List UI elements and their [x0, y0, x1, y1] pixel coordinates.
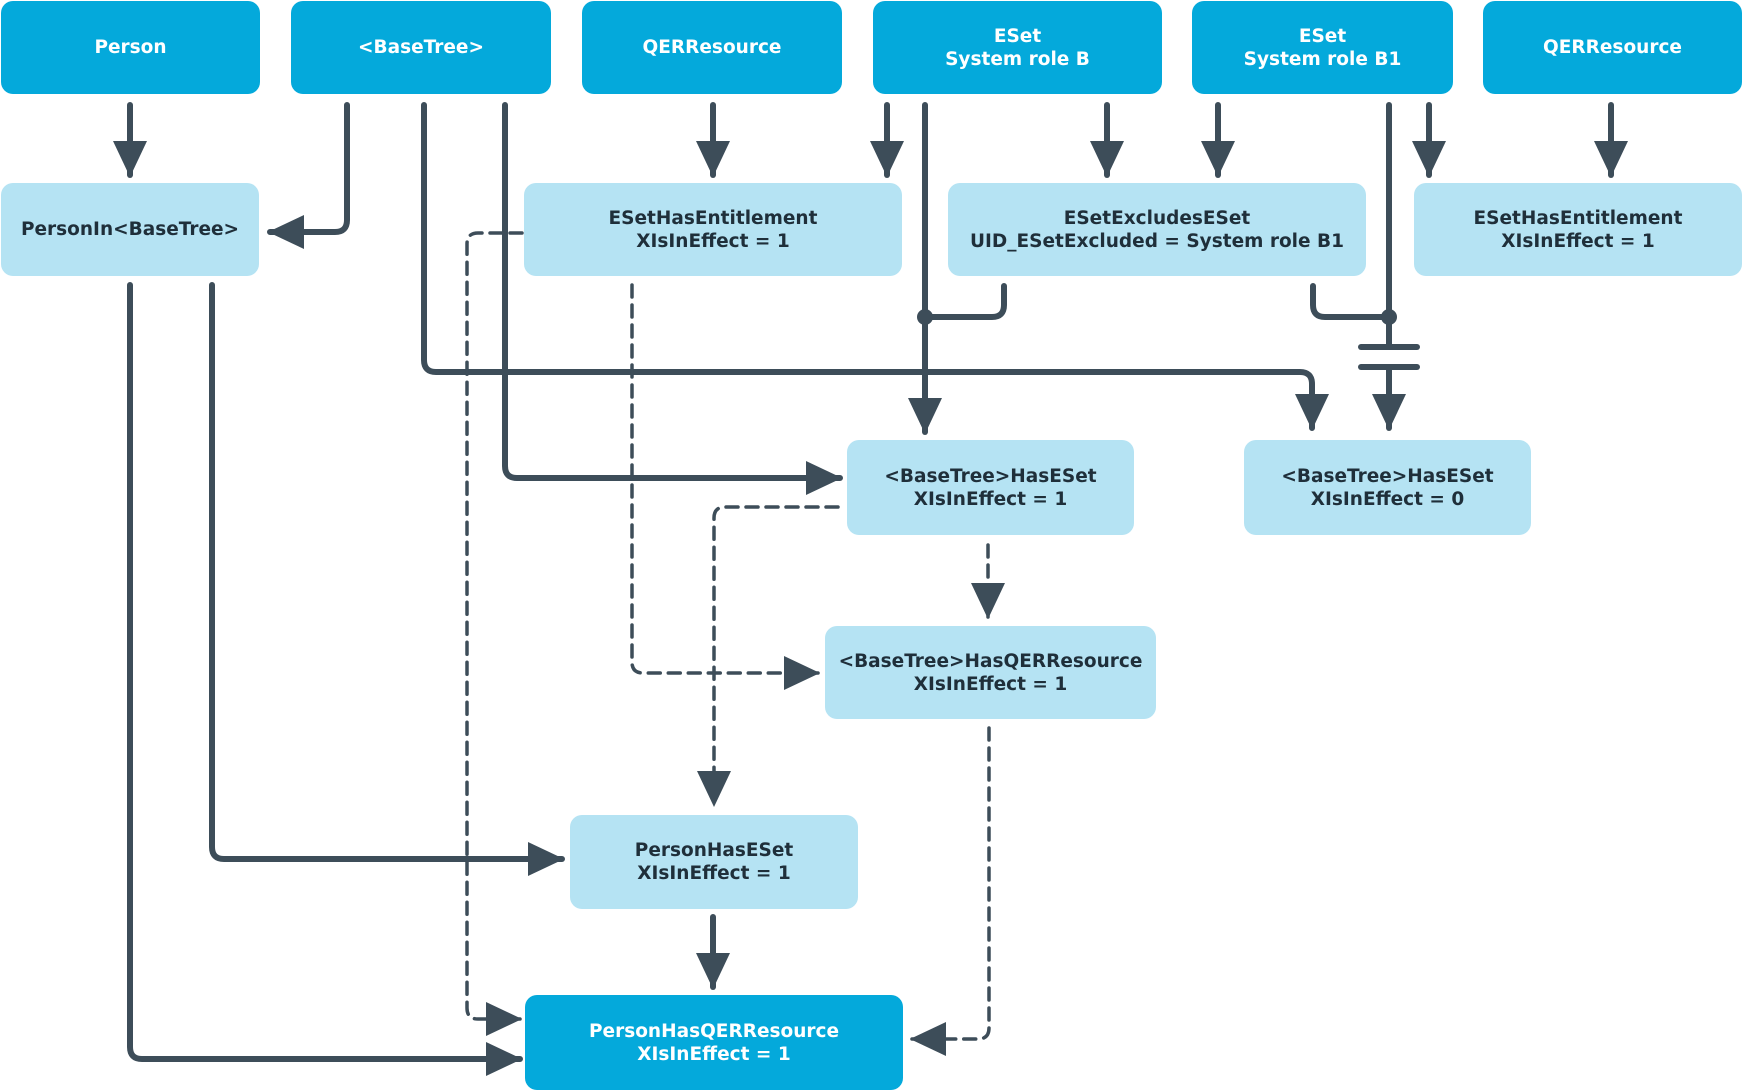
- node-person-has-eset-line2: XIsInEffect = 1: [637, 863, 791, 884]
- node-basetree-has-eset-1-line2: XIsInEffect = 1: [913, 488, 1068, 510]
- node-qerresource-left-line1: QERResource: [642, 37, 782, 58]
- node-person-line1: Person: [94, 37, 167, 58]
- connector-personin-to-personhasqerresource: [127, 282, 523, 1076]
- node-qerresource-right: QERResource: [1483, 1, 1742, 94]
- dashed-basetreehasqerresource-to-personhasqerresource: [910, 726, 991, 1056]
- node-basetree-has-eset-0-line2: XIsInEffect = 0: [1310, 488, 1465, 510]
- dashed-esethasentitlement-to-basetreehasqerresource: [630, 283, 820, 690]
- node-person: Person: [1, 1, 260, 94]
- node-eset-system-role-b-line1: ESet: [993, 25, 1042, 47]
- node-eset-excludes-eset: ESetExcludesESet UID_ESetExcluded = Syst…: [948, 183, 1366, 276]
- node-person-has-qerresource: PersonHasQERResource XIsInEffect = 1: [525, 995, 903, 1090]
- node-basetree-has-eset-1: <BaseTree>HasESet XIsInEffect = 1: [847, 440, 1134, 535]
- node-basetree-has-qerresource-line2: XIsInEffect = 1: [913, 673, 1068, 695]
- node-person-has-eset: PersonHasESet XIsInEffect = 1: [570, 815, 858, 909]
- node-eset-has-entitlement-left: ESetHasEntitlement XIsInEffect = 1: [524, 183, 902, 276]
- connector-basetree-to-basetreehaseset-0: [421, 102, 1329, 431]
- node-basetree-has-eset-0-line1: <BaseTree>HasESet: [1281, 465, 1494, 487]
- node-person-has-qerresource-line2: XIsInEffect = 1: [637, 1043, 791, 1065]
- node-basetree-has-eset-1-line1: <BaseTree>HasESet: [884, 465, 1097, 487]
- node-basetree-has-eset-0: <BaseTree>HasESet XIsInEffect = 0: [1244, 440, 1531, 535]
- node-person-in-basetree-line1: PersonIn<BaseTree>: [20, 219, 240, 240]
- node-eset-has-entitlement-left-line2: XIsInEffect = 1: [636, 230, 790, 252]
- node-eset-excludes-eset-line1: ESetExcludesESet: [1063, 207, 1251, 229]
- node-eset-system-role-b1-line1: ESet: [1298, 25, 1347, 47]
- node-eset-system-role-b: ESet System role B: [873, 1, 1162, 94]
- dashed-esethasentitlement-to-personhasqerresource: [465, 231, 524, 1036]
- node-eset-system-role-b1: ESet System role B1: [1192, 1, 1453, 94]
- junction-esetb: [917, 309, 933, 325]
- node-qerresource-right-line1: QERResource: [1543, 37, 1682, 58]
- connector-esetexcludes-to-esetb-line: [922, 283, 1007, 320]
- node-eset-system-role-b1-line2: System role B1: [1243, 48, 1402, 70]
- node-person-has-qerresource-line1: PersonHasQERResource: [588, 1020, 840, 1042]
- junction-esetb1: [1381, 309, 1397, 325]
- node-person-has-eset-line1: PersonHasESet: [634, 840, 794, 861]
- node-person-in-basetree: PersonIn<BaseTree>: [1, 183, 259, 276]
- connector-basetree-to-basetreehaseset-1: [502, 102, 843, 495]
- connector-personin-to-personhaseset: [209, 282, 565, 876]
- connector-esetexcludes-to-esetb1-line: [1310, 283, 1392, 320]
- node-eset-has-entitlement-left-line1: ESetHasEntitlement: [608, 207, 818, 229]
- node-eset-excludes-eset-line2: UID_ESetExcluded = System role B1: [970, 230, 1344, 252]
- node-eset-system-role-b-line2: System role B: [945, 48, 1090, 70]
- node-basetree: <BaseTree>: [291, 1, 551, 94]
- dashed-basetreehaseset-to-personhaseset: [697, 505, 840, 807]
- connector-basetree-to-personin: [267, 102, 350, 249]
- node-basetree-has-qerresource-line1: <BaseTree>HasQERResource: [838, 650, 1143, 672]
- node-eset-has-entitlement-right: ESetHasEntitlement XIsInEffect = 1: [1414, 183, 1742, 276]
- node-eset-has-entitlement-right-line2: XIsInEffect = 1: [1501, 230, 1655, 252]
- node-eset-has-entitlement-right-line1: ESetHasEntitlement: [1473, 207, 1683, 229]
- node-qerresource-left: QERResource: [582, 1, 842, 94]
- node-basetree-has-qerresource: <BaseTree>HasQERResource XIsInEffect = 1: [825, 626, 1156, 719]
- node-basetree-line1: <BaseTree>: [358, 37, 484, 58]
